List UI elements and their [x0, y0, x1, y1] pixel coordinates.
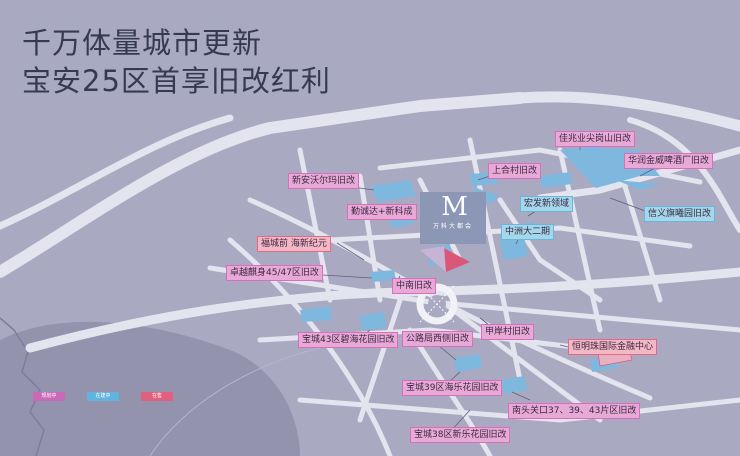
- legend-construction: 在建中: [87, 392, 119, 401]
- project-logo: M 万科大都会: [420, 192, 486, 244]
- label-shanghe: 上合村旧改: [488, 163, 542, 179]
- coastline: [0, 317, 45, 456]
- legend-sale: 在售: [141, 392, 173, 401]
- label-hengming: 恒明珠国际金融中心: [568, 339, 658, 355]
- dark-zone: [0, 321, 300, 456]
- label-zhuoyue: 卓越麒身45/47区旧改: [226, 265, 323, 281]
- label-jiahe: 佳兆业尖岗山旧改: [555, 131, 636, 147]
- label-baocheng39: 宝城39区海乐花园旧改: [402, 380, 503, 396]
- label-xinanwo: 新安沃尔玛旧改: [288, 173, 360, 189]
- label-zhongnan: 中南旧改: [392, 278, 437, 294]
- label-qincheng: 勤诚达+新科成: [347, 204, 417, 220]
- label-nantou: 南头关口37、39、43片区旧改: [508, 403, 641, 419]
- label-baocheng38: 宝城38区新乐花园旧改: [410, 427, 511, 443]
- title-line-2: 宝安25区首享旧改红利: [22, 64, 331, 98]
- label-baocheng43: 宝城43区碧海花园旧改: [298, 332, 399, 348]
- title-line-1: 千万体量城市更新: [22, 26, 263, 60]
- label-fuchengqian: 福城前 海新纪元: [257, 236, 331, 252]
- project-name: 万科大都会: [432, 223, 473, 230]
- label-gonglu: 公路局西侧旧改: [402, 331, 474, 347]
- label-zhongzhou: 中洲大二期: [501, 224, 555, 240]
- logo-mark: M: [441, 192, 468, 222]
- label-jiaan: 甲岸村旧改: [481, 324, 535, 340]
- label-huarun: 华润金威啤酒厂旧改: [624, 153, 714, 169]
- label-hongfa: 宏发新领域: [520, 196, 574, 212]
- label-xinyi: 信义旗曦园旧改: [644, 206, 716, 222]
- legend-planning: 规划中: [33, 392, 65, 401]
